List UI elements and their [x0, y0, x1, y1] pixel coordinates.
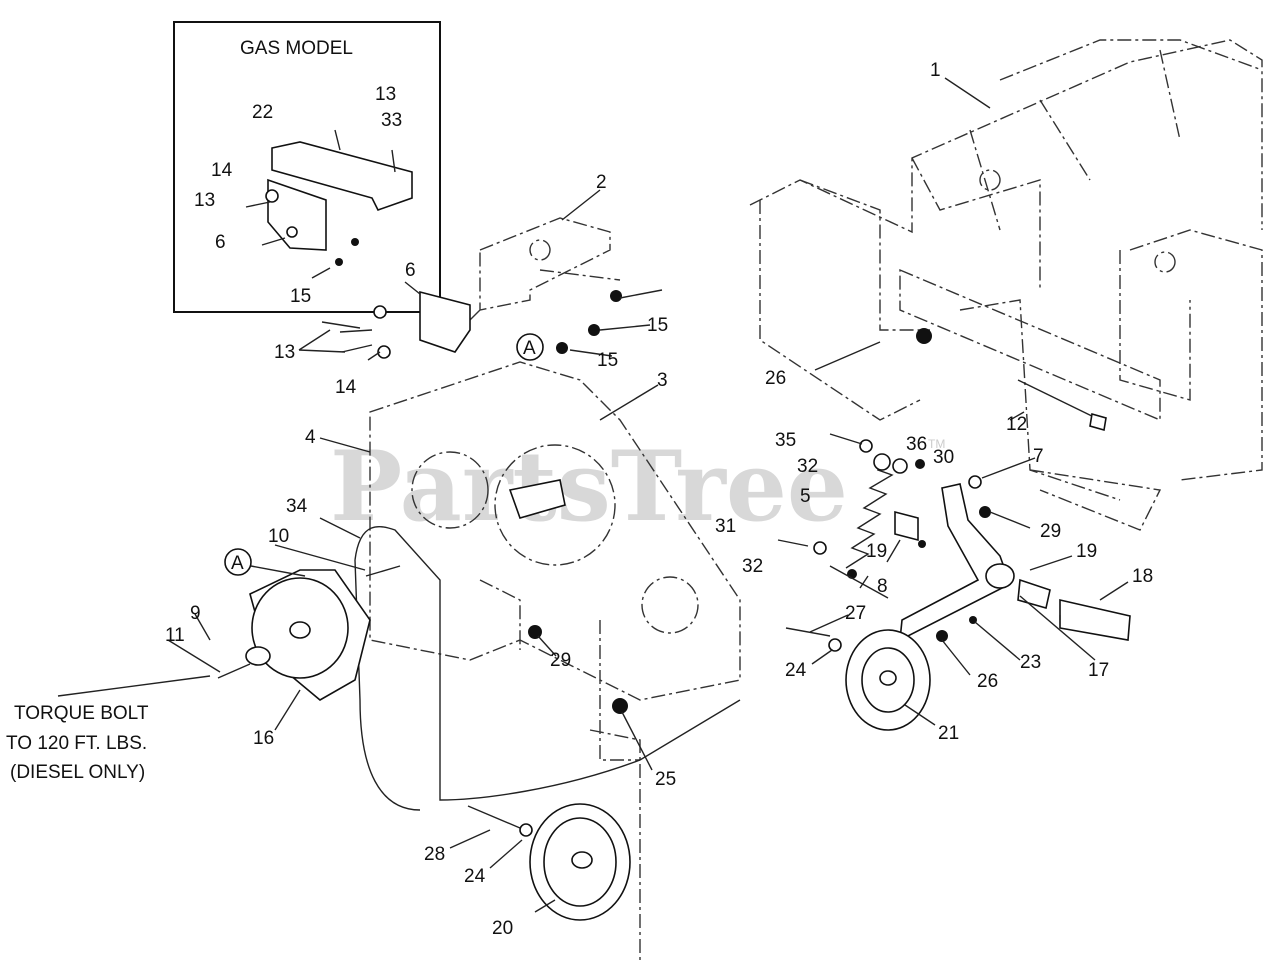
callout-34: 34 [286, 496, 308, 517]
callout-3: 3 [657, 370, 668, 391]
callout-35: 35 [775, 430, 796, 451]
callout-21: 21 [938, 723, 959, 744]
callout-15a: 15 [647, 315, 668, 336]
callout-11: 11 [165, 625, 185, 646]
inset-title: GAS MODEL [240, 38, 353, 59]
torque-note-line-2: TO 120 FT. LBS. [6, 733, 147, 754]
callout-12: 12 [1006, 414, 1027, 435]
ref-a-top: A [516, 333, 544, 361]
callout-26b: 26 [977, 671, 998, 692]
idler-pulley-20 [467, 803, 631, 921]
callout-29b: 29 [550, 650, 571, 671]
callout-25: 25 [655, 769, 676, 790]
gas-model-inset: GAS MODEL [173, 21, 441, 313]
callout-10: 10 [268, 526, 289, 547]
callout-13-inset-a: 13 [375, 84, 396, 105]
bracket-outline [469, 217, 621, 321]
callout-28: 28 [424, 844, 445, 865]
watermark-mark: TM [928, 437, 945, 451]
callout-14: 14 [335, 377, 357, 398]
callout-18: 18 [1132, 566, 1153, 587]
torque-note: TORQUE BOLT TO 120 FT. LBS. (DIESEL ONLY… [6, 703, 149, 783]
callout-labels: 1 2 3 4 5 6 6 7 8 9 10 11 12 13 13 13 14… [165, 60, 1153, 939]
callout-1: 1 [930, 60, 941, 81]
callout-24a: 24 [785, 660, 807, 681]
clutch-pulley [217, 565, 401, 701]
callout-16: 16 [253, 728, 274, 749]
callout-6: 6 [405, 260, 416, 281]
plate-6 [419, 290, 471, 353]
callout-36: 36 [906, 434, 927, 455]
callout-8: 8 [877, 576, 888, 597]
callout-9: 9 [190, 603, 201, 624]
torque-note-line-1: TORQUE BOLT [14, 703, 149, 724]
callout-32b: 32 [742, 556, 763, 577]
callout-32a: 32 [797, 456, 818, 477]
callout-22: 22 [252, 102, 273, 123]
svg-text:A: A [523, 338, 536, 359]
callout-13: 13 [274, 342, 295, 363]
callout-24b: 24 [464, 866, 486, 887]
callout-4: 4 [305, 427, 316, 448]
callout-33: 33 [381, 110, 402, 131]
callout-2: 2 [596, 172, 607, 193]
callout-6-inset: 6 [215, 232, 226, 253]
torque-note-line-3: (DIESEL ONLY) [10, 762, 145, 783]
callout-29a: 29 [1040, 521, 1061, 542]
svg-text:A: A [231, 553, 244, 574]
callout-23: 23 [1020, 652, 1041, 673]
mounting-plate-outline [369, 361, 741, 960]
frame-outline [749, 39, 1263, 531]
idler-arm-assembly [785, 475, 1131, 731]
leader-lines [57, 77, 1129, 913]
spring-5 [845, 459, 894, 569]
callout-17: 17 [1088, 660, 1109, 681]
callout-14-inset: 14 [211, 160, 233, 181]
callout-20: 20 [492, 918, 513, 939]
ref-a-left: A [224, 548, 306, 577]
callout-30: 30 [933, 447, 954, 468]
watermark: PartsTree [330, 430, 848, 543]
callout-27: 27 [845, 603, 866, 624]
nut-15a [610, 290, 622, 302]
callout-5: 5 [800, 486, 811, 507]
callout-26a: 26 [765, 368, 786, 389]
callout-7: 7 [1033, 446, 1044, 467]
callout-15-inset: 15 [290, 286, 311, 307]
callout-19a: 19 [866, 541, 887, 562]
callout-13-inset-b: 13 [194, 190, 215, 211]
callout-15b: 15 [597, 350, 618, 371]
callout-19b: 19 [1076, 541, 1097, 562]
callout-31: 31 [715, 516, 736, 537]
belt-34 [354, 525, 741, 811]
